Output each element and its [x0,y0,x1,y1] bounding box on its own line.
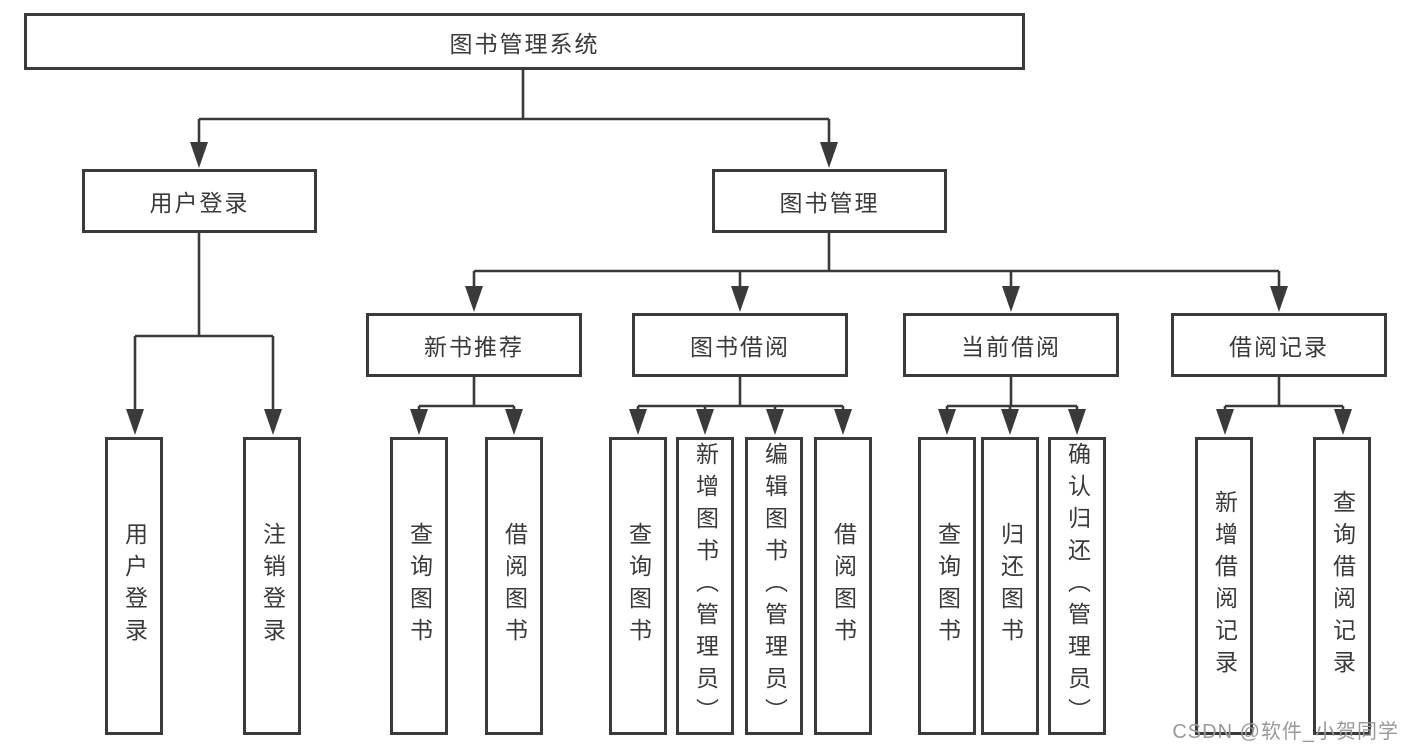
arrowhead-icon [938,409,956,435]
leaf-borrow-books: 借阅图书 [814,437,872,735]
leaf-add-books-admin-label: 新增图书（管理员） [692,442,719,730]
leaf-edit-books-admin-label: 编辑图书（管理员） [761,442,788,730]
node-new-book-recommend: 新书推荐 [366,313,582,377]
node-book-borrow-label: 图书借阅 [690,334,790,360]
leaf-borrow-books-recommend-label: 借阅图书 [501,522,528,650]
leaf-return-books-label: 归还图书 [997,522,1024,650]
leaf-return-books: 归还图书 [981,437,1039,735]
edge-userlogin-to-leaves [133,233,275,412]
node-library-system: 图书管理系统 [24,13,1025,70]
arrowhead-icon [410,409,428,435]
leaf-query-books-borrow: 查询图书 [609,437,667,735]
arrowhead-icon [629,409,647,435]
arrowheads [126,142,1352,435]
leaf-add-borrow-record-label: 新增借阅记录 [1211,490,1238,682]
leaf-query-books-current-label: 查询图书 [934,522,961,650]
arrowhead-icon [1270,286,1288,312]
watermark: CSDN @软件_小贺同学 [1172,721,1399,743]
arrowhead-icon [190,142,208,168]
edge-bookmgmt-to-level3 [472,233,1281,290]
leaf-user-login-label: 用户登录 [121,522,148,650]
edge-current-to-leaves [945,377,1079,414]
arrowhead-icon [766,409,784,435]
node-book-management: 图书管理 [712,169,947,233]
arrowhead-icon [465,286,483,312]
leaf-logout-login: 注销登录 [243,437,301,735]
arrowhead-icon [505,409,523,435]
leaf-query-books-recommend-label: 查询图书 [406,522,433,650]
leaf-borrow-books-recommend: 借阅图书 [485,437,543,735]
arrowhead-icon [731,286,749,312]
arrowhead-icon [1001,409,1019,435]
edge-records-to-leaves [1223,377,1345,414]
node-borrow-records: 借阅记录 [1171,313,1387,377]
leaf-query-books-current: 查询图书 [918,437,976,735]
arrowhead-icon [1068,409,1086,435]
leaf-confirm-return-admin: 确认归还（管理员） [1048,437,1106,735]
node-user-login-label: 用户登录 [149,190,250,216]
edge-recommend-to-leaves [417,377,516,414]
leaf-confirm-return-admin-label: 确认归还（管理员） [1064,442,1091,730]
arrowhead-icon [834,409,852,435]
arrowhead-icon [820,142,838,168]
node-book-management-label: 图书管理 [779,190,880,216]
leaf-edit-books-admin: 编辑图书（管理员） [745,437,803,735]
node-library-system-label: 图书管理系统 [449,30,600,57]
node-borrow-records-label: 借阅记录 [1229,334,1329,360]
leaf-query-borrow-record-label: 查询借阅记录 [1329,490,1356,682]
arrowhead-icon [264,409,282,435]
leaf-add-borrow-record: 新增借阅记录 [1195,437,1253,735]
arrowhead-icon [126,409,144,435]
arrowhead-icon [696,409,714,435]
leaf-query-books-recommend: 查询图书 [390,437,448,735]
leaf-query-borrow-record: 查询借阅记录 [1313,437,1371,735]
arrowhead-icon [1334,409,1352,435]
leaf-borrow-books-label: 借阅图书 [830,522,857,650]
leaf-query-books-borrow-label: 查询图书 [625,522,652,650]
node-book-borrow: 图书借阅 [632,313,848,377]
node-new-book-recommend-label: 新书推荐 [424,334,524,360]
arrowhead-icon [1002,286,1020,312]
leaf-user-login: 用户登录 [105,437,163,735]
node-current-borrow: 当前借阅 [903,313,1119,377]
edge-root-to-level2 [197,70,831,145]
edge-borrow-to-leaves [636,377,845,414]
node-user-login: 用户登录 [82,169,317,233]
leaf-logout-login-label: 注销登录 [259,522,286,650]
leaf-add-books-admin: 新增图书（管理员） [676,437,734,735]
arrowhead-icon [1216,409,1234,435]
node-current-borrow-label: 当前借阅 [961,334,1061,360]
